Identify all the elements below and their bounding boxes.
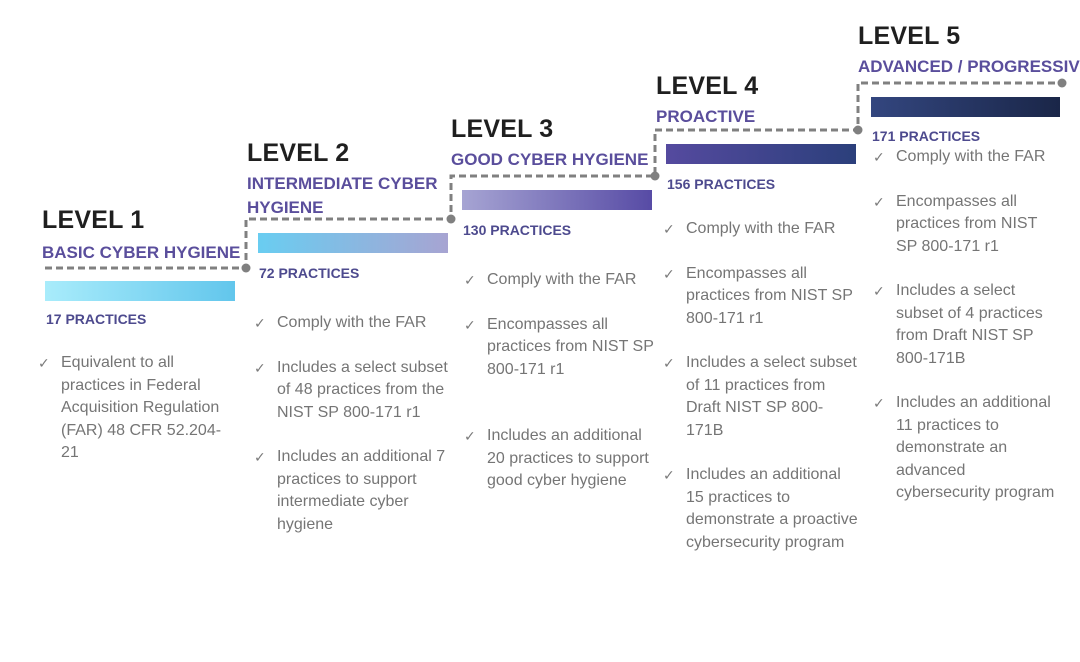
connector-line: [45, 81, 1062, 270]
list-item: ✓Includes an additional 20 practices to …: [464, 427, 649, 489]
check-icon: ✓: [873, 149, 885, 165]
list-item: ✓Encompasses all practices from NIST SP …: [663, 264, 853, 327]
list-item: ✓Equivalent to all practices in Federal …: [38, 354, 222, 461]
level-bar: [258, 233, 448, 253]
check-icon: ✓: [663, 467, 675, 483]
level-bar: [871, 97, 1060, 117]
check-icon: ✓: [663, 265, 675, 282]
practice-list: ✓Comply with the FAR ✓Encompasses all pr…: [873, 146, 1059, 505]
level-subtitle: BASIC CYBER HYGIENE: [42, 243, 241, 262]
practices-count: 156 PRACTICES: [667, 176, 776, 192]
list-item: ✓Encompasses all practices from NIST SP …: [464, 315, 654, 378]
practice-list: ✓Comply with the FAR ✓Encompasses all pr…: [663, 218, 859, 554]
list-item: ✓Comply with the FAR: [663, 218, 859, 241]
practices-count: 17 PRACTICES: [46, 311, 147, 327]
level-subtitle: ADVANCED / PROGRESSIVE: [858, 57, 1080, 76]
level-bar: [45, 281, 235, 301]
list-item: ✓Encompasses all practices from NIST SP …: [873, 192, 1038, 255]
practice-list: ✓Comply with the FAR ✓Encompasses all pr…: [464, 269, 654, 493]
practices-count: 72 PRACTICES: [259, 265, 360, 281]
list-item: ✓Includes a select subset of 48 practice…: [254, 358, 448, 421]
practices-count: 130 PRACTICES: [463, 222, 572, 238]
check-icon: ✓: [464, 428, 476, 444]
list-item: ✓Includes an additional 15 practices to …: [663, 466, 858, 551]
check-icon: ✓: [254, 359, 266, 376]
level-title: LEVEL 1: [42, 206, 145, 234]
level-subtitle: INTERMEDIATE CYBER HYGIENE: [247, 174, 438, 217]
level-bar: [462, 190, 652, 210]
connector-node: [853, 125, 863, 135]
connector-node: [650, 171, 660, 181]
level-subtitle: PROACTIVE: [656, 107, 756, 126]
check-icon: ✓: [464, 272, 476, 288]
level-title: LEVEL 3: [451, 115, 554, 143]
level-title: LEVEL 5: [858, 22, 961, 50]
check-icon: ✓: [254, 315, 266, 331]
check-icon: ✓: [873, 395, 885, 411]
connector-node: [1057, 78, 1067, 88]
level-subtitle: GOOD CYBER HYGIENE: [451, 150, 649, 169]
practice-list: ✓Equivalent to all practices in Federal …: [38, 352, 238, 465]
connector-node: [241, 263, 251, 273]
level-title: LEVEL 4: [656, 72, 759, 100]
practices-count: 171 PRACTICES: [872, 128, 981, 144]
check-icon: ✓: [464, 316, 476, 333]
list-item: ✓Comply with the FAR: [254, 312, 450, 335]
list-item: ✓Includes a select subset of 4 practices…: [873, 282, 1043, 367]
list-item: ✓Includes an additional 11 practices to …: [873, 394, 1055, 501]
level-bar: [666, 144, 856, 164]
check-icon: ✓: [38, 355, 50, 371]
level-title: LEVEL 2: [247, 139, 350, 167]
check-icon: ✓: [663, 355, 675, 371]
list-item: ✓Comply with the FAR: [464, 269, 654, 292]
connector-node: [446, 214, 456, 224]
check-icon: ✓: [663, 221, 675, 237]
check-icon: ✓: [254, 449, 266, 465]
check-icon: ✓: [873, 283, 885, 299]
practice-list: ✓Comply with the FAR ✓Includes a select …: [254, 312, 450, 536]
list-item: ✓Includes a select subset of 11 practice…: [663, 354, 857, 439]
list-item: ✓Includes an additional 7 practices to s…: [254, 448, 446, 533]
list-item: ✓Comply with the FAR: [873, 146, 1059, 169]
check-icon: ✓: [873, 193, 885, 210]
